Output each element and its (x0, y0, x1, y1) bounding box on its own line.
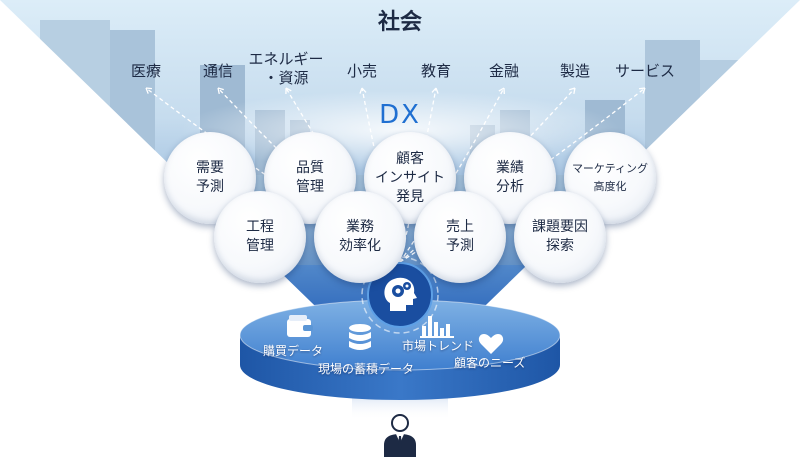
arrow-head (431, 87, 439, 94)
data-source-field: 現場の蓄積データ (318, 362, 415, 376)
connector-arrow (399, 87, 505, 263)
businessperson-icon (384, 414, 416, 457)
sector-label: 教育 (420, 62, 451, 80)
wallet-icon (287, 315, 313, 337)
data-platform-disc (239, 299, 561, 400)
connector-arrow (399, 87, 437, 263)
arrow-head (569, 87, 576, 95)
data-source-needs: 顧客のニーズ (454, 356, 526, 370)
dx-use-case-bubble: 業務 効率化 (314, 191, 406, 283)
arrow-head (217, 87, 224, 95)
bar-chart-icon (420, 316, 454, 338)
arrow-head (285, 87, 292, 95)
arrow-head (498, 87, 505, 95)
dx-use-case-bubble: 工程 管理 (214, 191, 306, 283)
dx-use-case-bubble: 売上 予測 (414, 191, 506, 283)
sector-label: 製造 (559, 62, 590, 80)
data-source-purchase: 購買データ (263, 344, 324, 358)
data-source-market: 市場トレンド (402, 339, 475, 353)
sector-label: サービス (614, 62, 675, 80)
sector-label: 医療 (130, 62, 161, 80)
arrow-head (638, 87, 646, 94)
society-title: 社会 (377, 10, 422, 35)
ai-head-gears-icon (384, 277, 417, 311)
sector-label: 小売 (346, 62, 377, 80)
arrow-head (145, 87, 153, 94)
database-icon (349, 324, 371, 350)
sector-label: 金融 (488, 62, 519, 80)
arrow-head (359, 87, 367, 94)
sector-label: エネルギー ・資源 (248, 50, 324, 87)
dx-use-case-bubble: 課題要因 探索 (514, 191, 606, 283)
dx-label: DX (379, 100, 421, 130)
heart-icon (478, 334, 504, 354)
sector-label: 通信 (202, 62, 233, 80)
